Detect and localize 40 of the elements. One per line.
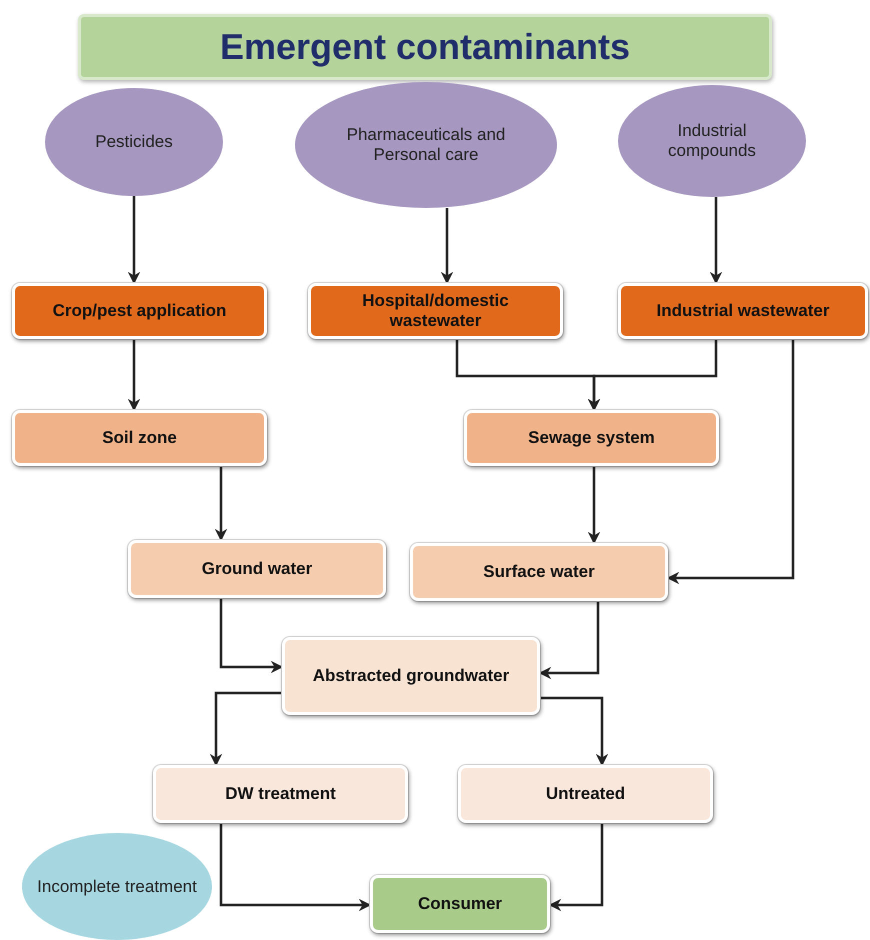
arrow	[666, 339, 794, 584]
node-label: Industrial compounds	[667, 121, 757, 161]
process-box	[128, 540, 386, 598]
pathway-box	[618, 283, 868, 339]
endpoint-box	[370, 875, 550, 933]
arrow	[440, 208, 454, 284]
arrow	[588, 339, 718, 412]
process-box	[153, 765, 408, 823]
arrow	[588, 466, 600, 544]
pathway-box	[308, 283, 563, 339]
node-label: Incomplete treatment	[37, 876, 197, 896]
node-label: Abstracted groundwater	[312, 666, 510, 686]
node-label: Consumer	[418, 894, 502, 914]
node-label: Crop/pest application	[52, 301, 226, 321]
process-box	[464, 410, 719, 466]
process-box	[282, 637, 540, 715]
node-label: Ground water	[202, 559, 312, 579]
arrow	[128, 196, 140, 284]
node-label: Surface water	[483, 562, 595, 582]
process-box	[458, 765, 713, 823]
arrow	[220, 598, 284, 674]
arrow	[210, 692, 282, 766]
node-label: Untreated	[546, 784, 626, 804]
arrow	[710, 197, 722, 284]
node-label: Soil zone	[102, 428, 177, 448]
node-label: Pharmaceuticals and Personal care	[346, 125, 506, 165]
process-box	[410, 543, 668, 601]
node-label: Industrial wastewater	[656, 301, 830, 321]
node-label: Pesticides	[95, 132, 173, 152]
node-label: DW treatment	[225, 784, 336, 804]
arrow	[214, 466, 228, 542]
pathway-box	[12, 283, 267, 339]
arrow	[128, 339, 140, 412]
title-banner: Emergent contaminants	[78, 14, 772, 80]
process-box	[12, 410, 267, 466]
node-label: Hospital/domestic wastewater	[361, 291, 510, 331]
node-label: Sewage system	[528, 428, 655, 448]
arrow	[540, 696, 608, 766]
arrow	[548, 823, 604, 912]
arrow	[538, 601, 600, 680]
